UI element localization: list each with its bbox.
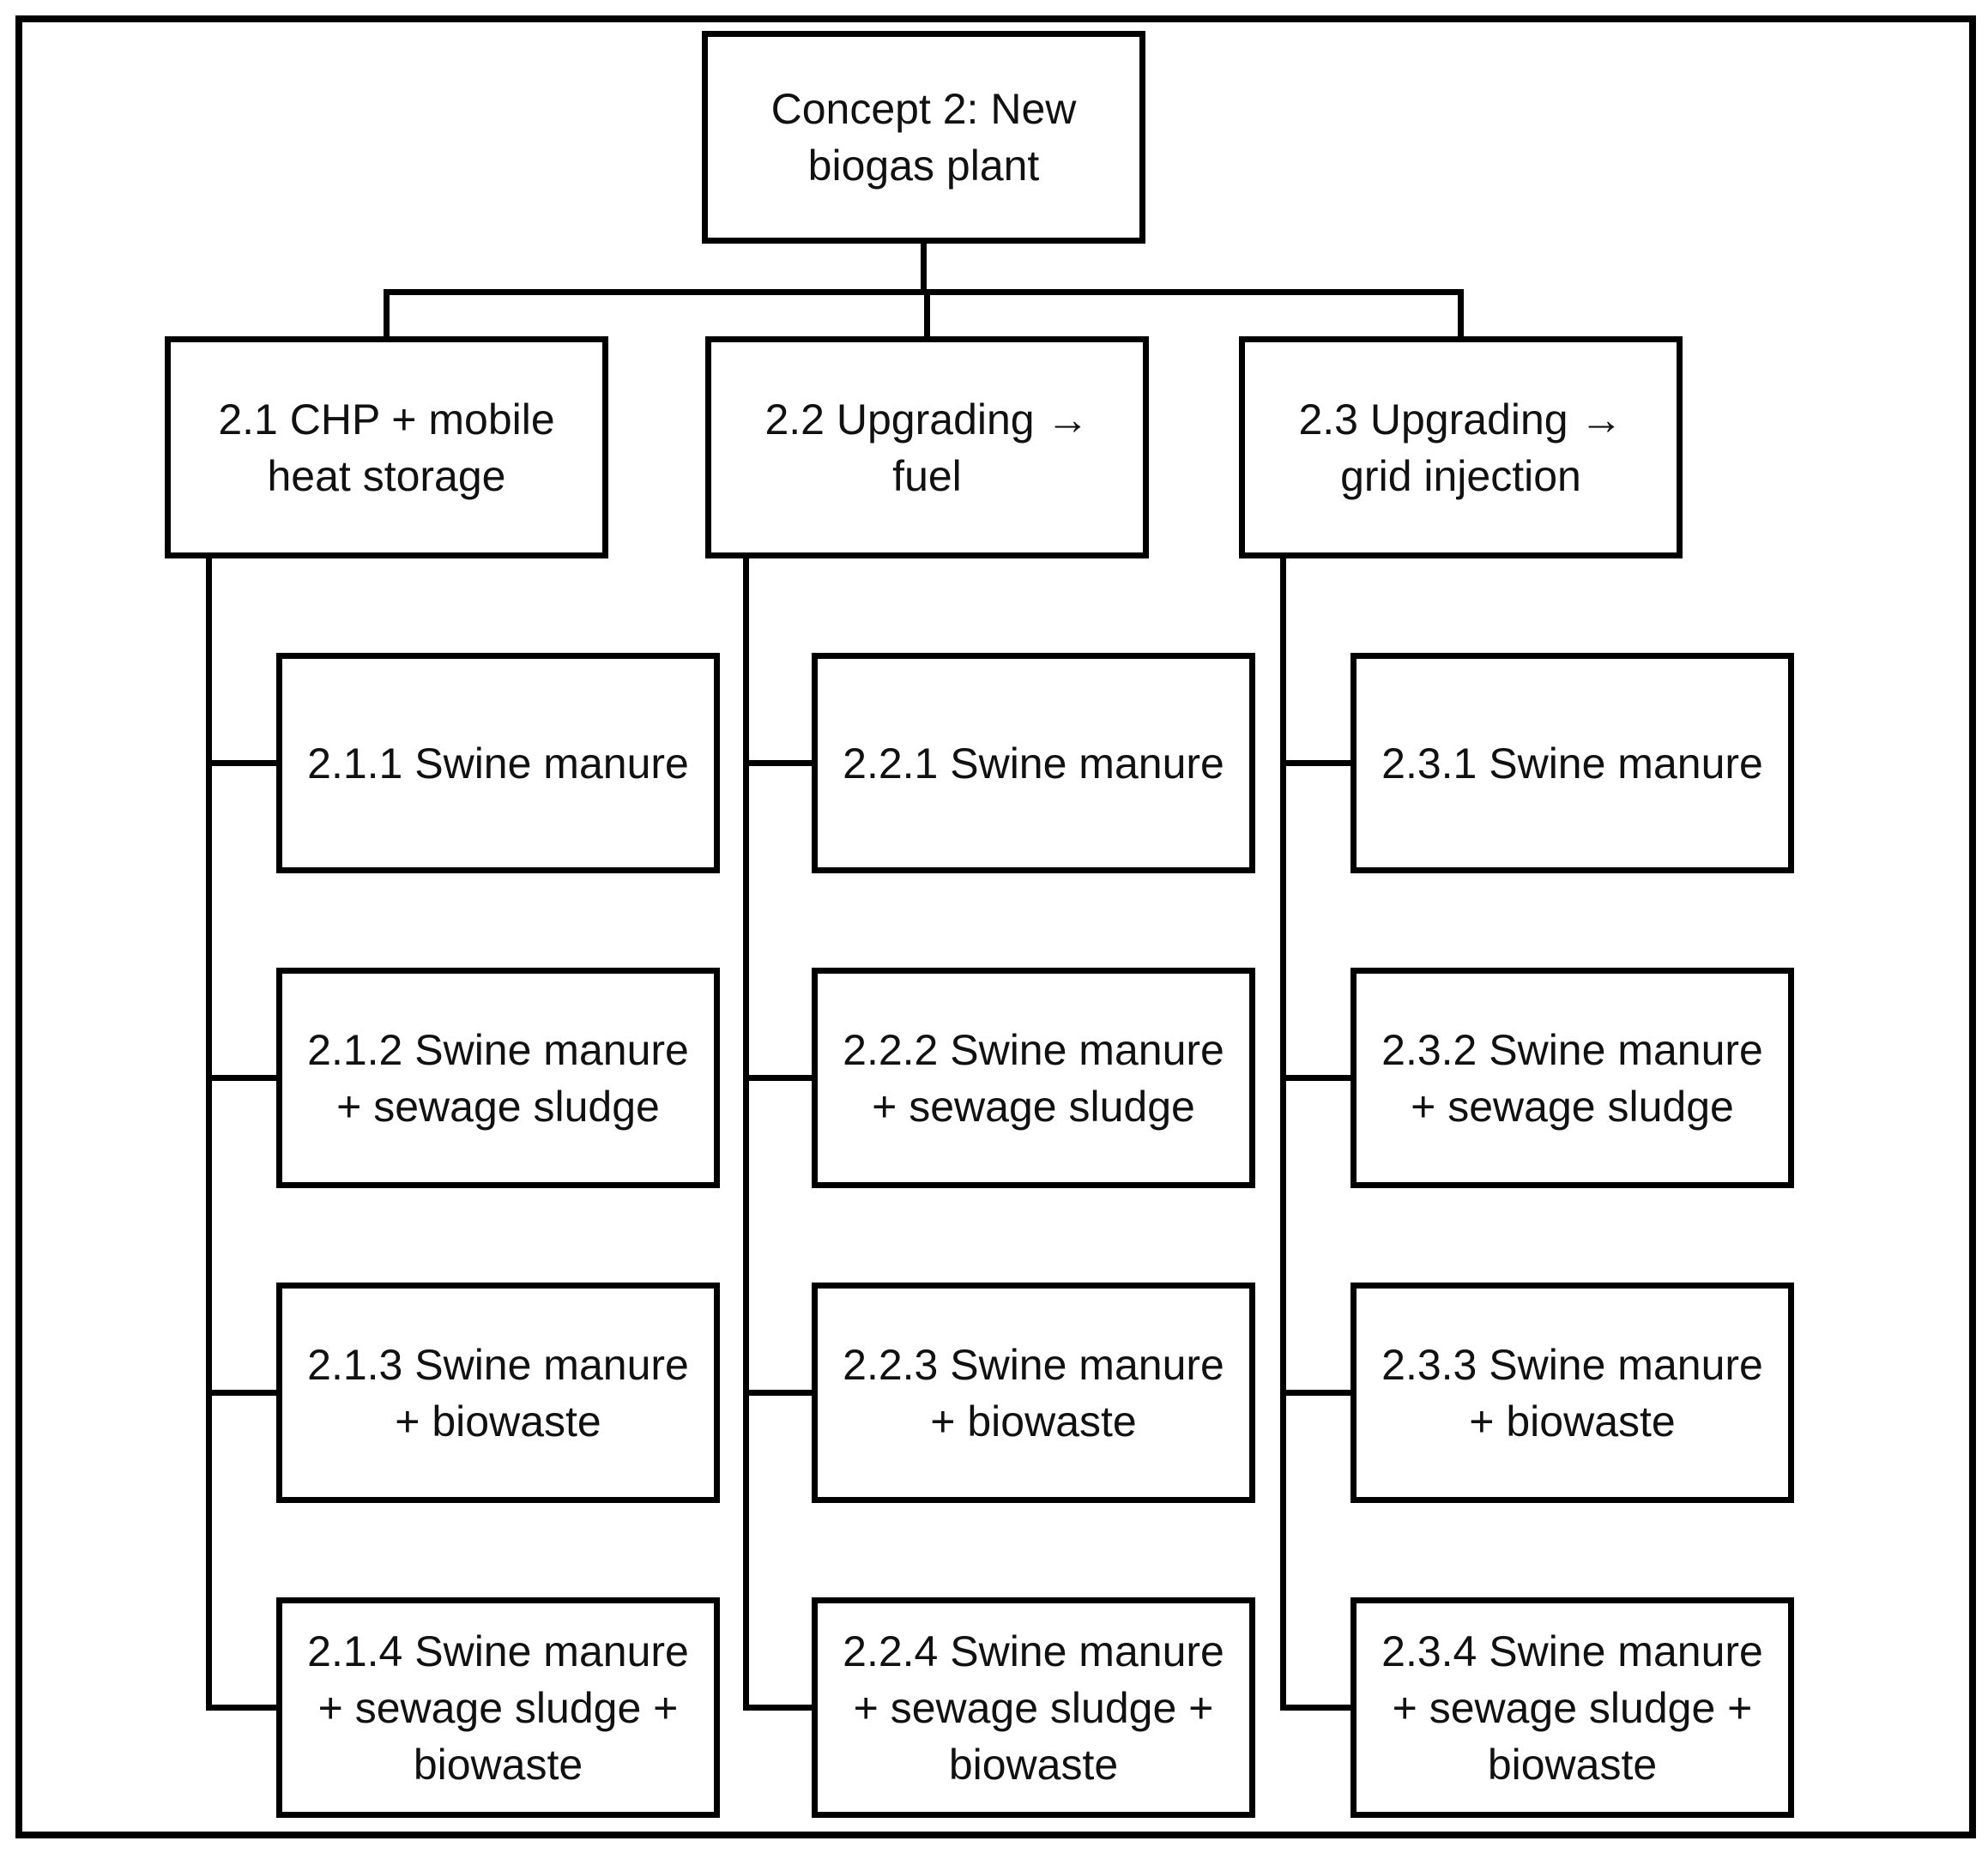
node-2-1-4: 2.1.4 Swine manure + sewage sludge + bio… — [276, 1597, 720, 1818]
node-2-2-3: 2.2.3 Swine manure + biowaste — [812, 1283, 1255, 1503]
node-2-1-1: 2.1.1 Swine manure — [276, 653, 720, 873]
connector-column-2-2 — [743, 553, 749, 1708]
connector-horizontal-bus — [384, 289, 1464, 295]
node-2-3-4: 2.3.4 Swine manure + sewage sludge + bio… — [1351, 1597, 1794, 1818]
node-concept-2-root: Concept 2: New biogas plant — [702, 31, 1145, 244]
connector-stub-2-2-4 — [743, 1705, 818, 1711]
node-2-2-4: 2.2.4 Swine manure + sewage sludge + bio… — [812, 1597, 1255, 1818]
connector-column-2-3 — [1280, 553, 1286, 1708]
connector-stub-2-3-2 — [1280, 1075, 1357, 1081]
node-2-1-chp-mobile-heat-storage: 2.1 CHP + mobile heat storage — [165, 336, 608, 558]
connector-stub-2-3-4 — [1280, 1705, 1357, 1711]
node-2-3-upgrading-grid-injection: 2.3 Upgrading → grid injection — [1239, 336, 1683, 558]
connector-stub-2-3-3 — [1280, 1390, 1357, 1396]
connector-drop-2-1 — [384, 289, 390, 339]
node-2-3-1: 2.3.1 Swine manure — [1351, 653, 1794, 873]
connector-column-2-1 — [206, 553, 212, 1708]
node-2-3-3: 2.3.3 Swine manure + biowaste — [1351, 1283, 1794, 1503]
connector-root-stem — [921, 244, 927, 293]
connector-stub-2-3-1 — [1280, 760, 1357, 766]
connector-stub-2-2-3 — [743, 1390, 818, 1396]
node-2-2-1: 2.2.1 Swine manure — [812, 653, 1255, 873]
connector-stub-2-1-1 — [206, 760, 282, 766]
connector-stub-2-2-1 — [743, 760, 818, 766]
connector-drop-2-3 — [1458, 289, 1464, 339]
node-2-1-2: 2.1.2 Swine manure + sewage sludge — [276, 968, 720, 1188]
connector-stub-2-1-4 — [206, 1705, 282, 1711]
node-2-2-2: 2.2.2 Swine manure + sewage sludge — [812, 968, 1255, 1188]
node-2-1-3: 2.1.3 Swine manure + biowaste — [276, 1283, 720, 1503]
outer-border — [15, 15, 1976, 1838]
connector-stub-2-1-3 — [206, 1390, 282, 1396]
node-2-2-upgrading-fuel: 2.2 Upgrading → fuel — [705, 336, 1149, 558]
connector-stub-2-1-2 — [206, 1075, 282, 1081]
node-2-3-2: 2.3.2 Swine manure + sewage sludge — [1351, 968, 1794, 1188]
connector-drop-2-2 — [924, 289, 930, 339]
connector-stub-2-2-2 — [743, 1075, 818, 1081]
